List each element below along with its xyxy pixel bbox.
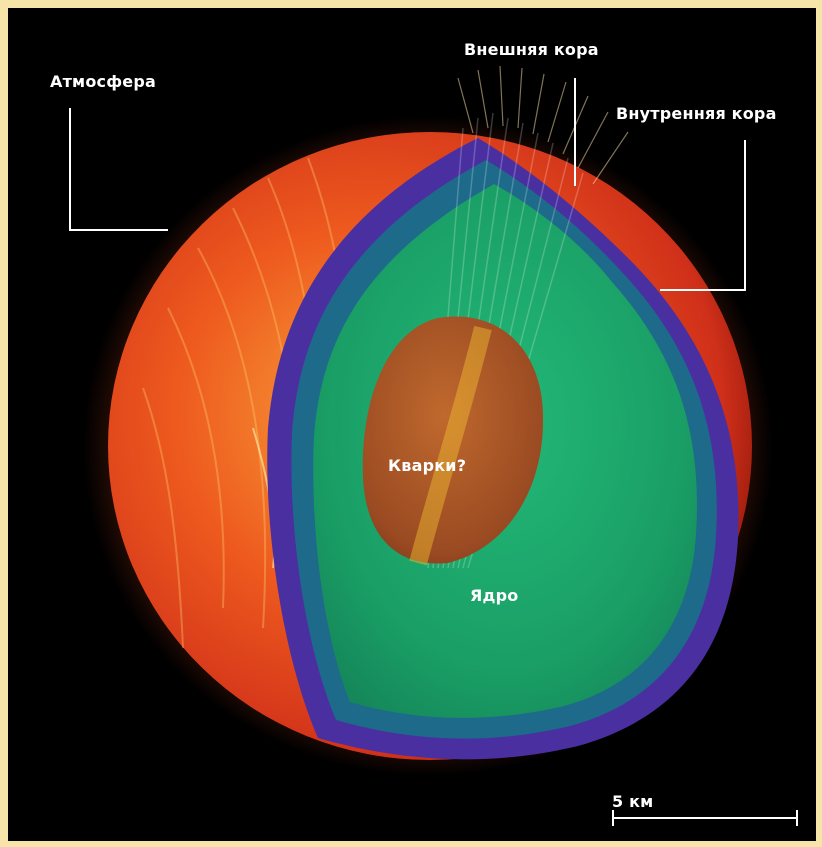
- scale-bar: [612, 810, 798, 826]
- quark-core: [362, 316, 544, 564]
- atmosphere-label: Атмосфера: [50, 72, 156, 91]
- quark-highlight: [409, 325, 492, 566]
- outer-crust-label: Внешняя кора: [464, 40, 599, 59]
- outer-rays: [457, 65, 629, 185]
- quarks-label: Кварки?: [388, 456, 467, 475]
- core-label: Ядро: [470, 586, 519, 605]
- diagram-panel: Атмосфера Внешняя кора Внутренняя кора К…: [8, 8, 816, 841]
- scale-bar-label: 5 км: [612, 792, 654, 811]
- inner-crust-callout-line: [660, 140, 746, 291]
- atmosphere-callout-line: [69, 108, 168, 231]
- inner-crust-label: Внутренняя кора: [616, 104, 777, 123]
- neutron-star-illustration: [69, 65, 798, 826]
